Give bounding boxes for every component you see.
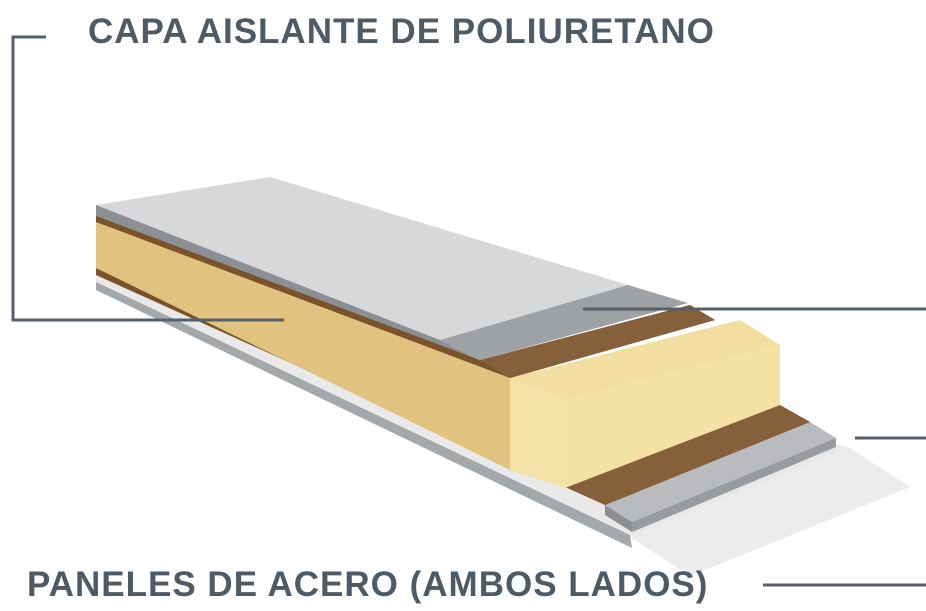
insulation-layer-label: CAPA AISLANTE DE POLIURETANO — [88, 12, 715, 51]
leader-lines — [11, 35, 926, 587]
bottom-steel-step — [605, 422, 836, 532]
steel-panels-label: PANELES DE ACERO (AMBOS LADOS) — [27, 565, 709, 604]
bottom-adhesive-layer — [96, 265, 810, 505]
foam-core — [96, 218, 780, 488]
leader-line-insulation — [11, 35, 284, 322]
top-adhesive-layer — [96, 212, 715, 378]
top-steel-sheet — [96, 177, 688, 360]
